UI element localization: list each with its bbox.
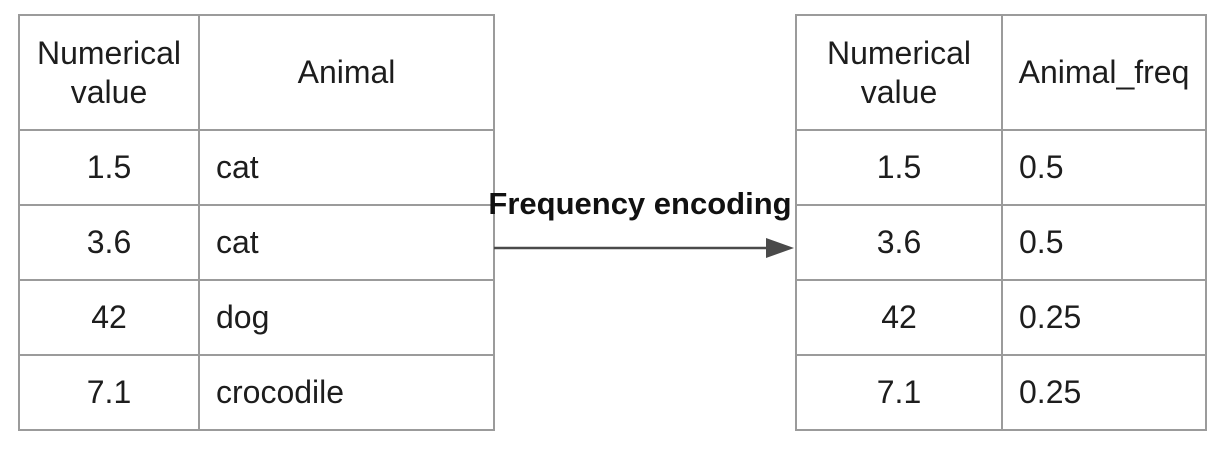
animal-cell: crocodile — [198, 354, 495, 431]
animal-freq-cell: 0.5 — [1001, 204, 1207, 281]
table-row: 1.5 0.5 — [795, 129, 1207, 206]
numerical-value-cell: 3.6 — [795, 204, 1003, 281]
arrow-label: Frequency encoding — [488, 186, 792, 221]
table-row: 7.1 crocodile — [18, 354, 495, 431]
table-row: 3.6 cat — [18, 204, 495, 281]
table-row: 1.5 cat — [18, 129, 495, 206]
animal-freq-cell: 0.5 — [1001, 129, 1207, 206]
header-row: Numerical value Animal_freq — [795, 14, 1207, 131]
original-table: Numerical value Animal 1.5 cat 3.6 cat 4… — [18, 14, 495, 431]
column-header-numerical-value: Numerical value — [795, 14, 1003, 131]
frequency-encoded-table: Numerical value Animal_freq 1.5 0.5 3.6 … — [795, 14, 1207, 431]
animal-cell: dog — [198, 279, 495, 356]
table-row: 42 0.25 — [795, 279, 1207, 356]
numerical-value-cell: 42 — [18, 279, 200, 356]
animal-freq-cell: 0.25 — [1001, 279, 1207, 356]
animal-freq-cell: 0.25 — [1001, 354, 1207, 431]
table-row: 3.6 0.5 — [795, 204, 1207, 281]
numerical-value-cell: 7.1 — [18, 354, 200, 431]
column-header-animal: Animal — [198, 14, 495, 131]
right-arrow-icon — [494, 238, 794, 258]
numerical-value-cell: 3.6 — [18, 204, 200, 281]
table-row: 42 dog — [18, 279, 495, 356]
animal-cell: cat — [198, 129, 495, 206]
numerical-value-cell: 42 — [795, 279, 1003, 356]
numerical-value-cell: 1.5 — [795, 129, 1003, 206]
animal-cell: cat — [198, 204, 495, 281]
table-row: 7.1 0.25 — [795, 354, 1207, 431]
numerical-value-cell: 1.5 — [18, 129, 200, 206]
numerical-value-cell: 7.1 — [795, 354, 1003, 431]
column-header-animal-freq: Animal_freq — [1001, 14, 1207, 131]
header-row: Numerical value Animal — [18, 14, 495, 131]
column-header-numerical-value: Numerical value — [18, 14, 200, 131]
